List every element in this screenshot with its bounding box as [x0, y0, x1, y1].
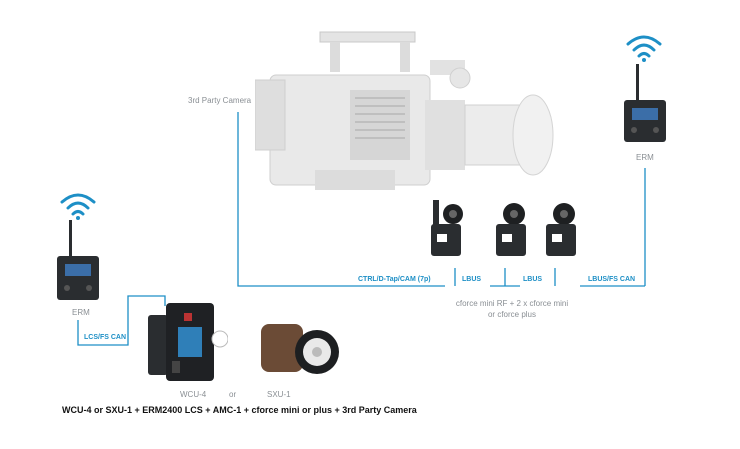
- erm-device-right: [622, 64, 668, 144]
- diagram-caption: WCU-4 or SXU-1 + ERM2400 LCS + AMC-1 + c…: [62, 405, 417, 415]
- motor-mini-2: [540, 200, 580, 260]
- motor-rf: [425, 198, 467, 260]
- camera-image: [254, 20, 555, 195]
- camera-label: 3rd Party Camera: [188, 96, 252, 105]
- motor-mini-1: [490, 200, 530, 260]
- cable-lbus-fs-label: LBUS/FS CAN: [588, 276, 636, 283]
- erm-left-label: ERM: [72, 308, 90, 317]
- wcu-label: WCU-4: [180, 390, 207, 399]
- wcu-4-image: [148, 295, 229, 385]
- motors-label: cforce mini RF + 2 x cforce mini or cfor…: [455, 299, 569, 319]
- cable-ctrl-label: CTRL/D-Tap/CAM (7p): [358, 276, 431, 283]
- sxu-1-image: [255, 318, 345, 384]
- erm-device-left: [55, 220, 101, 302]
- wifi-icon: [58, 190, 98, 220]
- wifi-icon: [624, 32, 664, 62]
- cable-lbus-2-label: LBUS: [523, 276, 543, 283]
- or-label: or: [229, 390, 237, 399]
- cable-lcs-label: LCS/FS CAN: [84, 334, 126, 341]
- cable-lbus-1-label: LBUS: [462, 276, 482, 283]
- sxu-label: SXU-1: [267, 390, 291, 399]
- erm-right-label: ERM: [636, 153, 654, 162]
